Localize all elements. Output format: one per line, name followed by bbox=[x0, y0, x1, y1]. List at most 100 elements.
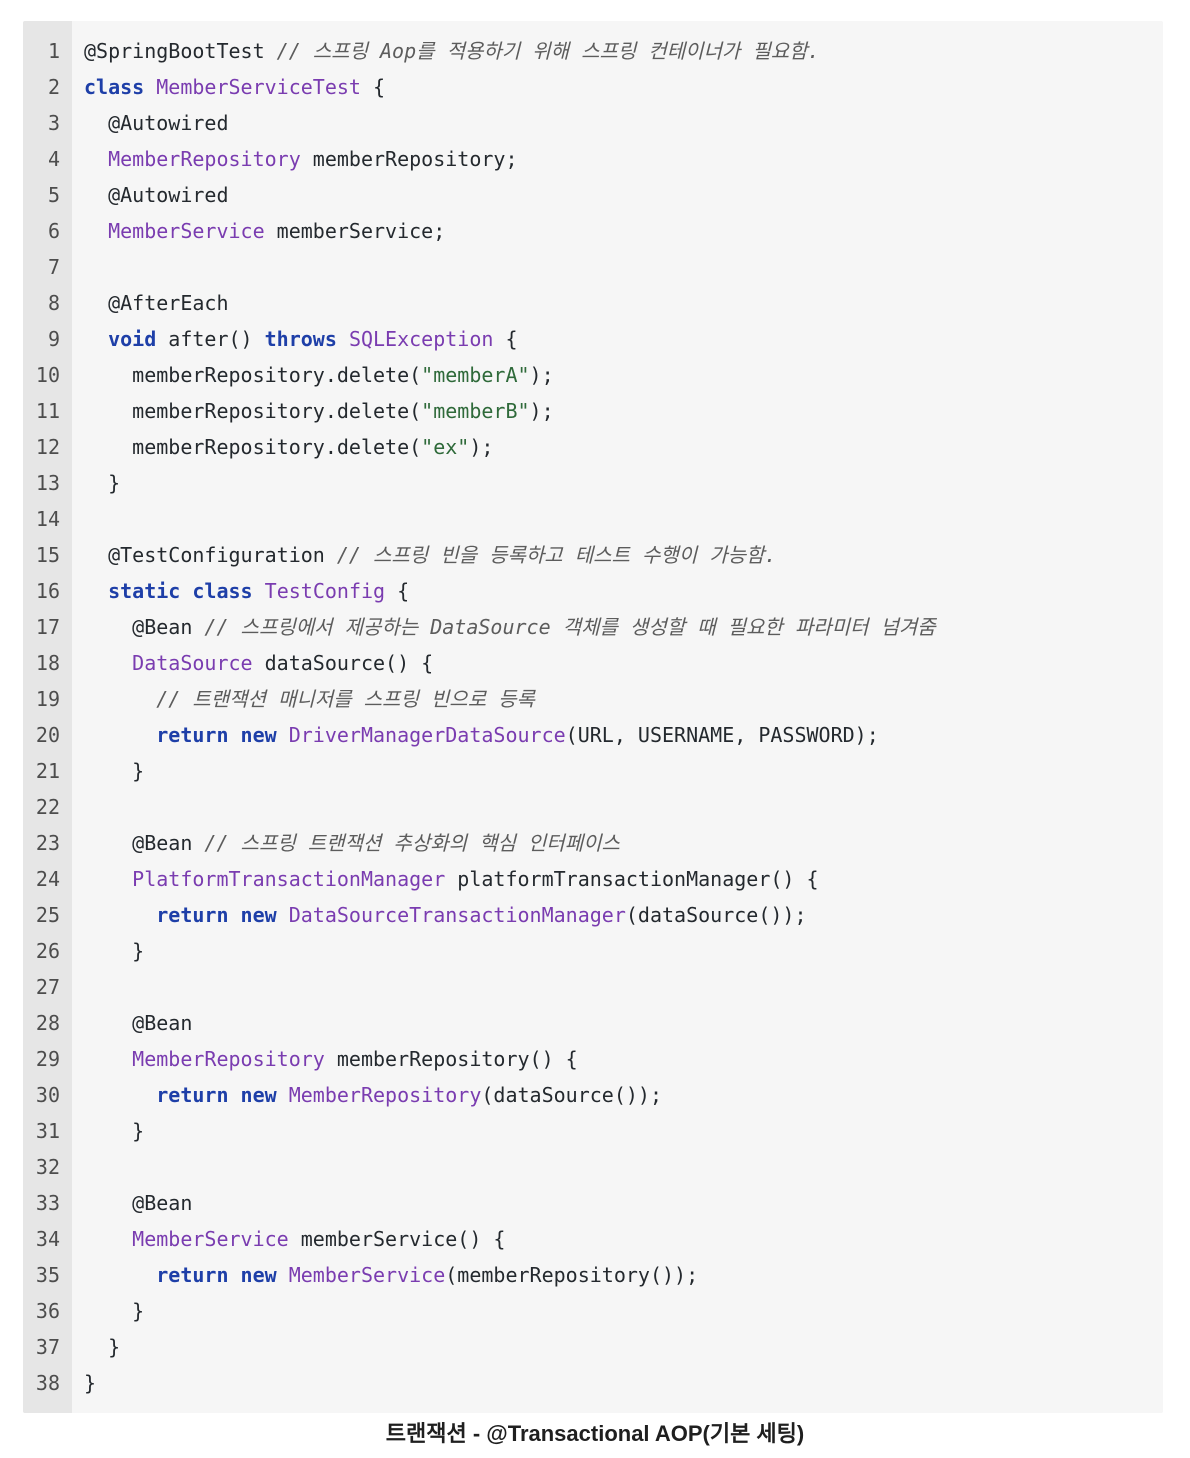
code-lines: 1@SpringBootTest // 스프링 Aop를 적용하기 위해 스프링… bbox=[23, 33, 1163, 1401]
code-token: void bbox=[108, 327, 157, 351]
code-token: MemberServiceTest bbox=[156, 75, 361, 99]
code-text: PlatformTransactionManager platformTrans… bbox=[84, 861, 818, 897]
code-token bbox=[84, 327, 108, 351]
code-line: 37 } bbox=[23, 1329, 1163, 1365]
code-token: static bbox=[108, 579, 181, 603]
code-token bbox=[84, 1227, 132, 1251]
code-token bbox=[277, 903, 289, 927]
code-token bbox=[180, 579, 192, 603]
code-line: 6 MemberService memberService; bbox=[23, 213, 1163, 249]
code-line: 31 } bbox=[23, 1113, 1163, 1149]
code-token bbox=[229, 903, 241, 927]
code-token: // 스프링 Aop를 적용하기 위해 스프링 컨테이너가 필요함. bbox=[276, 39, 820, 63]
code-token: MemberRepository bbox=[288, 1083, 482, 1107]
code-line: 1@SpringBootTest // 스프링 Aop를 적용하기 위해 스프링… bbox=[23, 33, 1163, 69]
code-token: @Autowired bbox=[84, 111, 229, 135]
code-line: 25 return new DataSourceTransactionManag… bbox=[23, 897, 1163, 933]
line-number: 20 bbox=[35, 723, 60, 747]
line-number: 5 bbox=[47, 183, 60, 207]
code-text: void after() throws SQLException { bbox=[84, 321, 518, 357]
code-token: DataSource bbox=[132, 651, 253, 675]
code-token bbox=[84, 1263, 156, 1287]
code-token: class bbox=[192, 579, 253, 603]
line-number-gutter bbox=[23, 21, 72, 1413]
code-token: // 트랜잭션 매니저를 스프링 빈으로 등록 bbox=[156, 687, 535, 711]
line-number: 32 bbox=[35, 1155, 60, 1179]
code-token: SQLException bbox=[348, 327, 494, 351]
code-line: 4 MemberRepository memberRepository; bbox=[23, 141, 1163, 177]
code-line: 2 class MemberServiceTest { bbox=[23, 69, 1163, 105]
code-token: new bbox=[240, 1263, 277, 1287]
code-token: @Bean bbox=[84, 615, 205, 639]
code-line: 17 @Bean // 스프링에서 제공하는 DataSource 객체를 생성… bbox=[23, 609, 1163, 645]
code-token: @SpringBootTest bbox=[84, 39, 277, 63]
code-token bbox=[84, 867, 132, 891]
code-text: @Bean // 스프링에서 제공하는 DataSource 객체를 생성할 때… bbox=[84, 609, 936, 645]
code-line: 38} bbox=[23, 1365, 1163, 1401]
code-token bbox=[84, 687, 156, 711]
code-token: @AfterEach bbox=[84, 291, 229, 315]
line-number: 24 bbox=[35, 867, 60, 891]
line-number: 2 bbox=[47, 75, 60, 99]
code-text: // 트랜잭션 매니저를 스프링 빈으로 등록 bbox=[84, 681, 535, 717]
code-text: } bbox=[84, 465, 120, 501]
code-text: } bbox=[84, 753, 144, 789]
code-text: } bbox=[84, 1113, 144, 1149]
line-number: 17 bbox=[35, 615, 60, 639]
line-number: 12 bbox=[35, 435, 60, 459]
code-line: 13 } bbox=[23, 465, 1163, 501]
code-token: @Bean bbox=[84, 1191, 193, 1215]
code-text: class MemberServiceTest { bbox=[84, 69, 385, 105]
line-number: 21 bbox=[35, 759, 60, 783]
code-line: 22 bbox=[23, 789, 1163, 825]
code-token: throws bbox=[264, 327, 337, 351]
code-token: (dataSource()); bbox=[625, 903, 807, 927]
code-text: @SpringBootTest // 스프링 Aop를 적용하기 위해 스프링 … bbox=[84, 33, 820, 69]
code-token bbox=[84, 1047, 132, 1071]
code-token: TestConfig bbox=[264, 579, 386, 603]
code-token bbox=[229, 723, 241, 747]
code-token: new bbox=[240, 1083, 277, 1107]
code-token bbox=[84, 579, 108, 603]
line-number: 28 bbox=[35, 1011, 60, 1035]
line-number: 4 bbox=[47, 147, 60, 171]
code-token: } bbox=[84, 1299, 145, 1323]
code-line: 9 void after() throws SQLException { bbox=[23, 321, 1163, 357]
code-text: memberRepository.delete("ex"); bbox=[84, 429, 493, 465]
code-token bbox=[277, 1083, 289, 1107]
code-text: return new MemberService(memberRepositor… bbox=[84, 1257, 698, 1293]
code-token: // 스프링에서 제공하는 DataSource 객체를 생성할 때 필요한 파… bbox=[204, 615, 936, 639]
code-token: memberRepository.delete( bbox=[84, 363, 422, 387]
code-token: memberRepository() { bbox=[324, 1047, 578, 1071]
code-token: return bbox=[156, 1263, 229, 1287]
code-token: ); bbox=[469, 435, 494, 459]
line-number: 6 bbox=[47, 219, 60, 243]
code-token: @TestConfiguration bbox=[84, 543, 337, 567]
code-token bbox=[84, 219, 108, 243]
code-line: 3 @Autowired bbox=[23, 105, 1163, 141]
code-token: } bbox=[84, 1119, 145, 1143]
line-number: 22 bbox=[35, 795, 60, 819]
code-line: 16 static class TestConfig { bbox=[23, 573, 1163, 609]
code-line: 18 DataSource dataSource() { bbox=[23, 645, 1163, 681]
code-token: return bbox=[156, 903, 229, 927]
code-line: 34 MemberService memberService() { bbox=[23, 1221, 1163, 1257]
line-number: 10 bbox=[35, 363, 60, 387]
code-line: 21 } bbox=[23, 753, 1163, 789]
code-token: { bbox=[493, 327, 518, 351]
code-token: memberService; bbox=[264, 219, 446, 243]
code-token: @Bean bbox=[84, 831, 205, 855]
code-line: 33 @Bean bbox=[23, 1185, 1163, 1221]
code-token: @Autowired bbox=[84, 183, 229, 207]
code-token: after() bbox=[156, 327, 265, 351]
code-line: 23 @Bean // 스프링 트랜잭션 추상화의 핵심 인터페이스 bbox=[23, 825, 1163, 861]
line-number: 18 bbox=[35, 651, 60, 675]
code-line: 36 } bbox=[23, 1293, 1163, 1329]
code-text: MemberService memberService; bbox=[84, 213, 445, 249]
code-line: 5 @Autowired bbox=[23, 177, 1163, 213]
code-token: } bbox=[84, 471, 121, 495]
code-token: memberRepository.delete( bbox=[84, 399, 422, 423]
line-number: 33 bbox=[35, 1191, 60, 1215]
code-token: MemberRepository bbox=[132, 1047, 325, 1071]
code-token bbox=[277, 723, 289, 747]
